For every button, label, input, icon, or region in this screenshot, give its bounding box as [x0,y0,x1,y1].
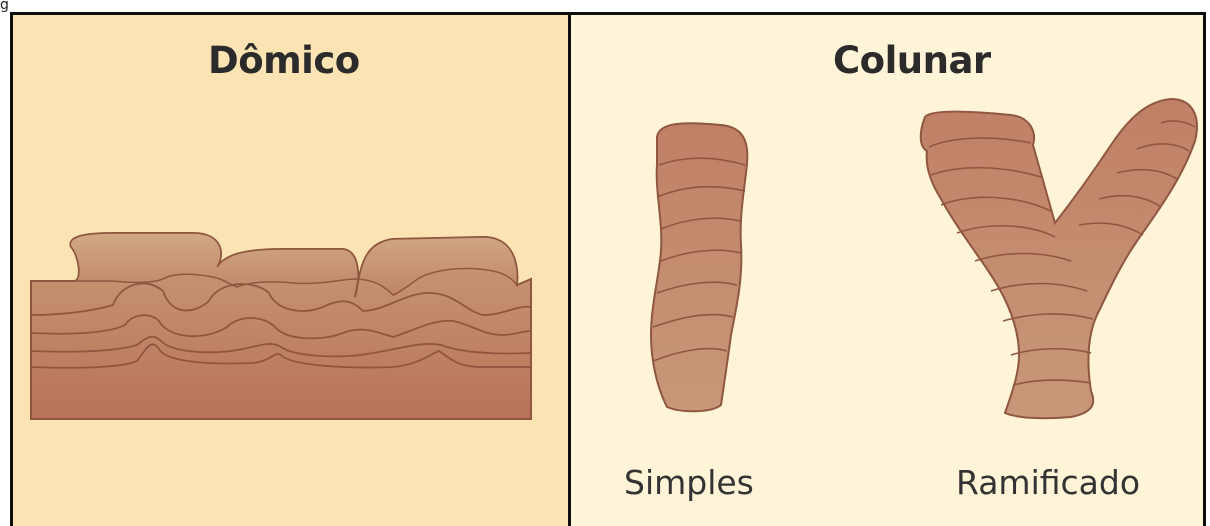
figure-frame: Dômico Colunar [10,12,1206,526]
figure-letter: g [0,0,9,13]
columnar-stromatolite-illustration [571,15,1209,526]
columnar-panel: Colunar [571,15,1203,526]
domical-stromatolite-illustration [13,15,568,526]
simple-column [651,123,747,411]
branched-caption: Ramificado [956,463,1140,502]
simple-caption: Simples [624,463,754,502]
domical-panel: Dômico [13,15,571,526]
branched-column [921,99,1197,418]
